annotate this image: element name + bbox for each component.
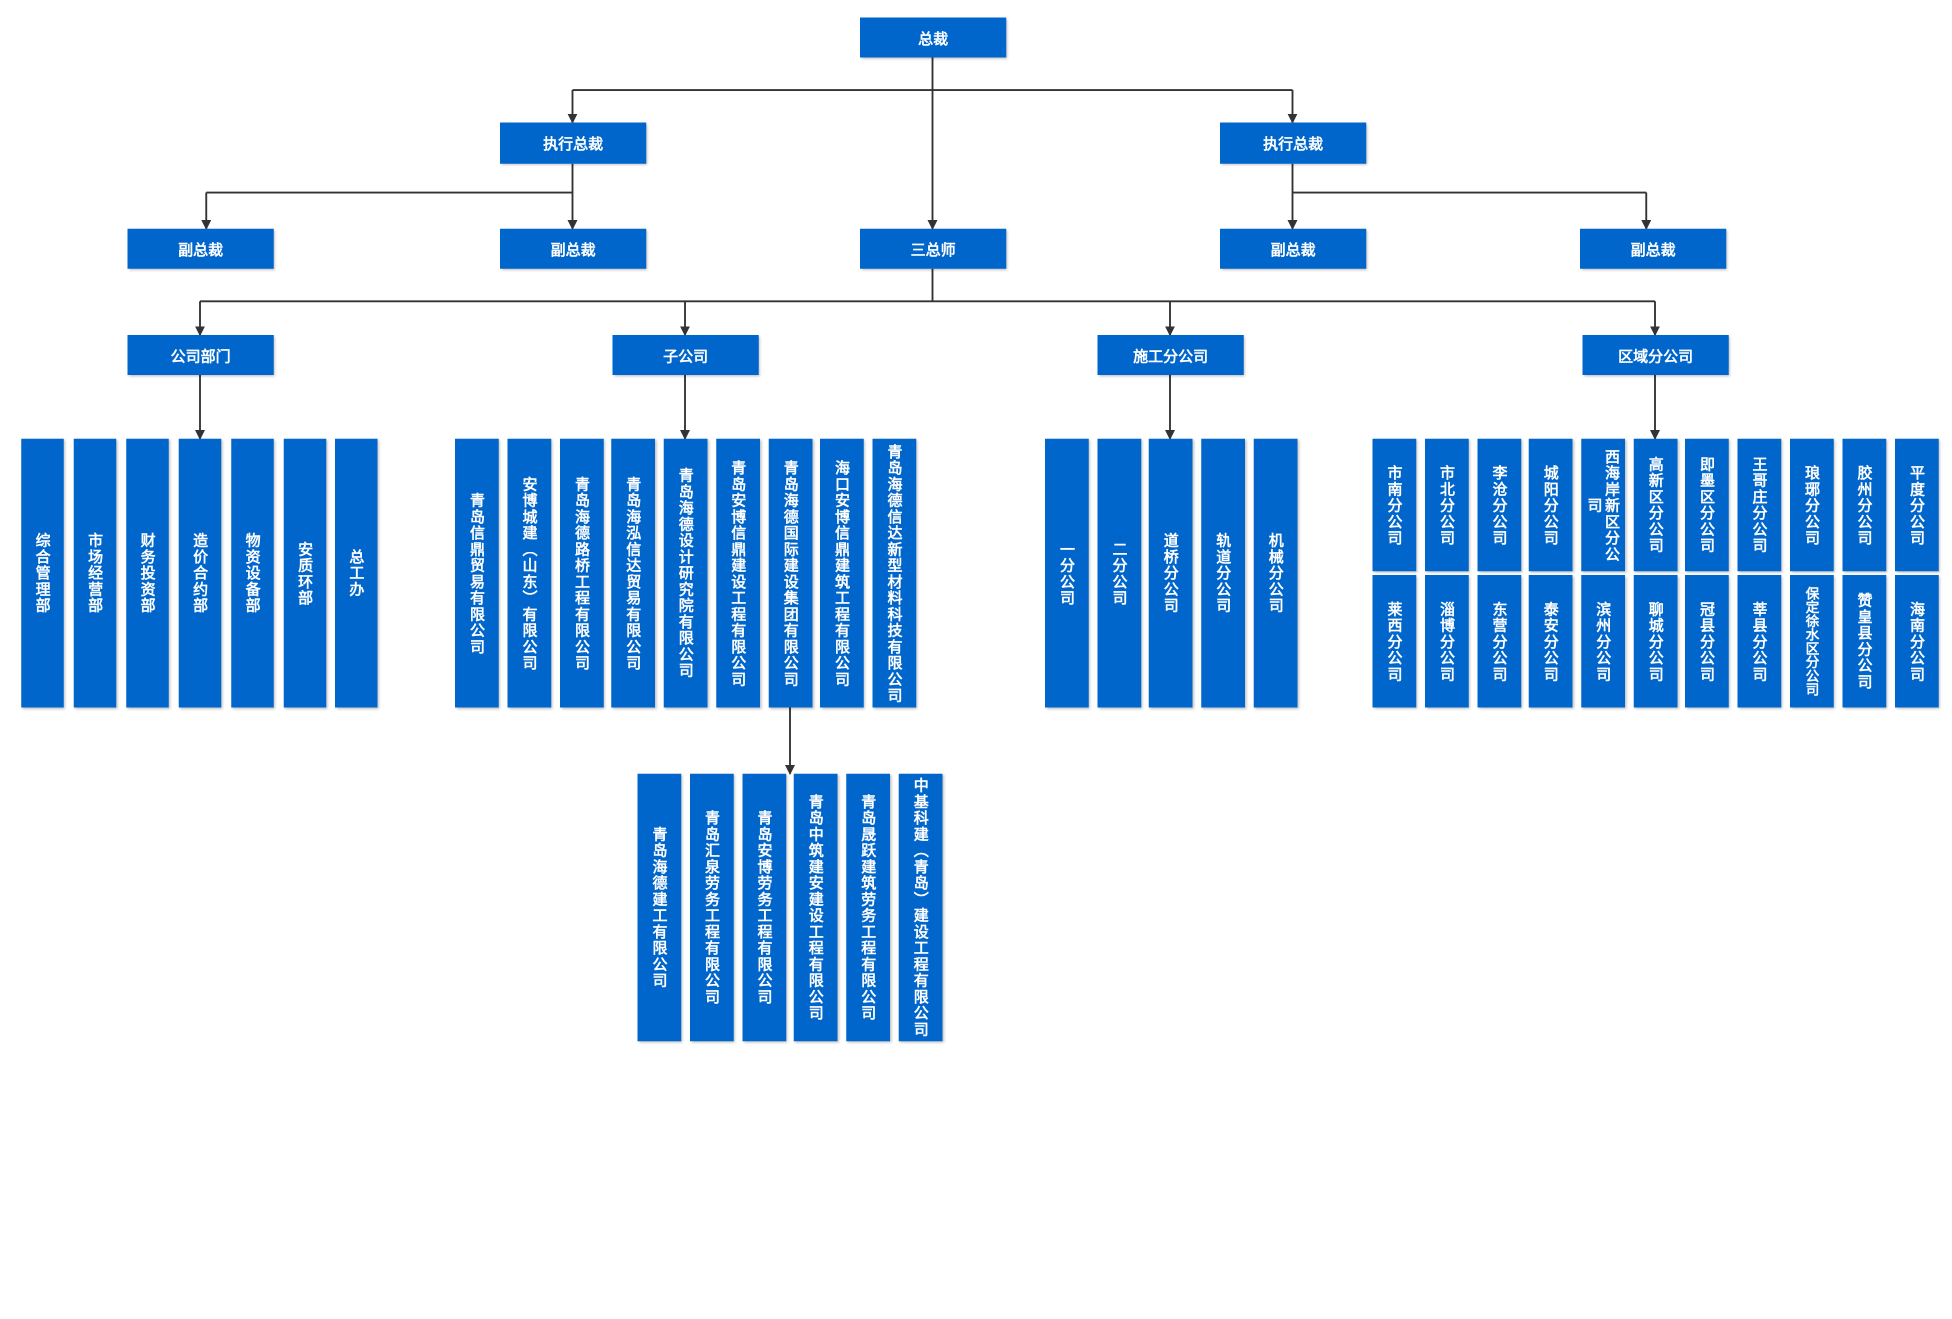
group-subsidiary-box: 中基科建（青岛）建设工程有限公司 <box>898 773 943 1042</box>
subsidiary-box: 青岛海德设计研究院有限公司 <box>663 438 708 708</box>
construction-branch-box: 机械分公司 <box>1253 438 1298 708</box>
regional-branch-box: 西海岸新区分公司 <box>1581 438 1625 572</box>
regional-branch-box: 莘县分公司 <box>1737 575 1782 708</box>
subsidiary-box: 青岛海德路桥工程有限公司 <box>560 438 604 708</box>
category-regional-branches: 区域分公司 <box>1582 335 1729 375</box>
evp-left-box: 执行总裁 <box>500 122 647 164</box>
subsidiary-box: 青岛信鼎贸易有限公司 <box>455 438 499 708</box>
regional-branch-box: 淄博分公司 <box>1425 575 1469 708</box>
chief-engineers-box: 三总师 <box>860 228 1007 269</box>
department-box: 市场经营部 <box>73 438 117 708</box>
evp-right-box: 执行总裁 <box>1220 122 1367 164</box>
regional-branch-box: 泰安分公司 <box>1528 575 1573 708</box>
subsidiary-box: 青岛安博信鼎建设工程有限公司 <box>716 438 760 708</box>
regional-branch-box: 市南分公司 <box>1372 438 1417 572</box>
construction-branch-box: 二分公司 <box>1097 438 1142 708</box>
category-construction-branches: 施工分公司 <box>1097 335 1244 375</box>
group-subsidiary-box: 青岛安博劳务工程有限公司 <box>742 773 787 1042</box>
subsidiary-box: 海口安博信鼎建筑工程有限公司 <box>820 438 864 708</box>
regional-branch-box: 滨州分公司 <box>1581 575 1625 708</box>
regional-branch-box: 莱西分公司 <box>1372 575 1417 708</box>
group-subsidiary-box: 青岛汇泉劳务工程有限公司 <box>690 773 734 1042</box>
regional-branch-box: 李沧分公司 <box>1477 438 1522 572</box>
regional-branch-box: 海南分公司 <box>1895 575 1939 708</box>
department-box: 安质环部 <box>283 438 327 708</box>
construction-branch-box: 一分公司 <box>1045 438 1089 708</box>
regional-branch-box: 赞皇县分公司 <box>1842 575 1887 708</box>
regional-branch-box: 王哥庄分公司 <box>1737 438 1782 572</box>
department-box: 综合管理部 <box>21 438 64 708</box>
department-box: 财务投资部 <box>126 438 169 708</box>
regional-branch-box: 聊城分公司 <box>1633 575 1678 708</box>
regional-branch-box: 高新区分公司 <box>1633 438 1678 572</box>
category-departments: 公司部门 <box>127 335 274 375</box>
regional-branch-box: 即墨区分公司 <box>1685 438 1729 572</box>
regional-branch-box: 城阳分公司 <box>1528 438 1573 572</box>
vp-box-4: 副总裁 <box>1580 228 1727 269</box>
ceo-box: 总裁 <box>860 17 1007 58</box>
subsidiary-box: 安博城建（山东）有限公司 <box>507 438 552 708</box>
regional-branch-box: 保定徐水区分公司 <box>1790 575 1834 708</box>
group-subsidiary-box: 青岛晟跃建筑劳务工程有限公司 <box>846 773 890 1042</box>
regional-branch-box: 琅琊分公司 <box>1790 438 1834 572</box>
vp-box-2: 副总裁 <box>500 228 647 269</box>
vp-box-1: 副总裁 <box>127 228 274 269</box>
department-box: 总工办 <box>335 438 378 708</box>
construction-branch-box: 轨道分公司 <box>1201 438 1245 708</box>
regional-branch-box: 冠县分公司 <box>1685 575 1729 708</box>
construction-branch-box: 道桥分公司 <box>1148 438 1193 708</box>
department-box: 造价合约部 <box>178 438 222 708</box>
group-subsidiary-box: 青岛海德建工有限公司 <box>637 773 682 1042</box>
subsidiary-box-group: 青岛海德国际建设集团有限公司 <box>768 438 813 708</box>
regional-branch-box: 平度分公司 <box>1895 438 1939 572</box>
regional-branch-box: 胶州分公司 <box>1842 438 1887 572</box>
regional-branch-box: 东营分公司 <box>1477 575 1522 708</box>
group-subsidiary-box: 青岛中筑建安建设工程有限公司 <box>793 773 838 1042</box>
regional-branch-box: 市北分公司 <box>1425 438 1469 572</box>
vp-box-3: 副总裁 <box>1220 228 1367 269</box>
subsidiary-box: 青岛海德信达新型材料科技有限公司 <box>872 438 917 708</box>
department-box: 物资设备部 <box>231 438 274 708</box>
category-subsidiaries: 子公司 <box>612 335 759 375</box>
subsidiary-box: 青岛海泓信达贸易有限公司 <box>611 438 655 708</box>
